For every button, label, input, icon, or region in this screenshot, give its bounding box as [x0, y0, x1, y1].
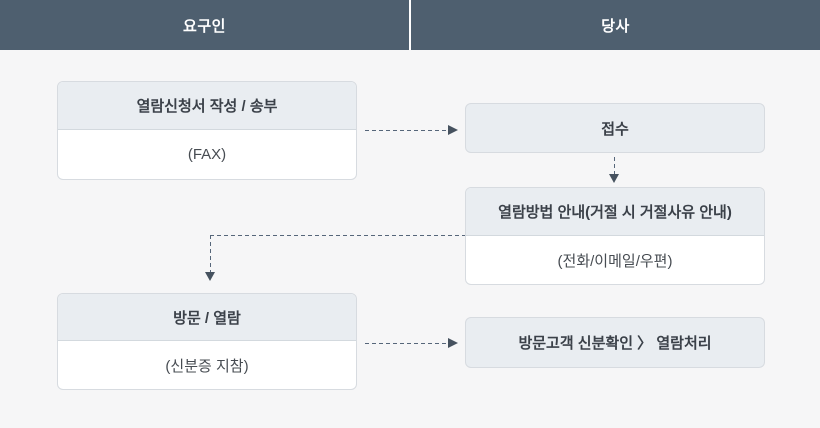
card-request-form-header: 열람신청서 작성 / 송부	[58, 82, 356, 130]
arrow-down-icon	[609, 174, 619, 183]
card-identity-check-title: 방문고객 신분확인 〉 열람처리	[518, 335, 712, 352]
card-method-guide: 열람방법 안내(거절 시 거절사유 안내) (전화/이메일/우편)	[465, 187, 765, 285]
connector-method-to-visit-vline	[210, 235, 211, 272]
connector-reception-to-method-line	[614, 157, 615, 174]
card-identity-check: 방문고객 신분확인 〉 열람처리	[465, 317, 765, 368]
card-method-guide-body: (전화/이메일/우편)	[466, 236, 764, 284]
card-request-form: 열람신청서 작성 / 송부 (FAX)	[57, 81, 357, 180]
card-visit-title: 방문 / 열람	[173, 309, 241, 327]
column-header-bar: 요구인 당사	[0, 0, 820, 50]
arrow-down-icon	[205, 272, 215, 281]
card-request-form-body: (FAX)	[58, 130, 356, 179]
card-visit-note: (신분증 지참)	[165, 357, 249, 375]
connector-visit-to-identity-line	[365, 343, 448, 344]
card-reception-title: 접수	[601, 120, 629, 138]
card-visit-header: 방문 / 열람	[58, 294, 356, 341]
card-request-form-title: 열람신청서 작성 / 송부	[136, 98, 278, 115]
column-header-divider	[409, 0, 411, 50]
card-reception: 접수	[465, 103, 765, 153]
card-request-form-note: (FAX)	[187, 146, 227, 163]
card-visit-body: (신분증 지참)	[58, 341, 356, 389]
card-method-guide-header: 열람방법 안내(거절 시 거절사유 안내)	[466, 188, 764, 236]
column-header-requester: 요구인	[183, 17, 226, 35]
connector-request-to-reception-line	[365, 130, 448, 131]
column-header-company: 당사	[601, 17, 630, 35]
card-method-guide-note: (전화/이메일/우편)	[557, 252, 673, 270]
connector-method-to-visit-hline	[210, 235, 465, 236]
card-method-guide-title: 열람방법 안내(거절 시 거절사유 안내)	[498, 204, 732, 221]
arrow-right-icon	[448, 338, 458, 348]
arrow-right-icon	[448, 125, 458, 135]
card-visit: 방문 / 열람 (신분증 지참)	[57, 293, 357, 390]
